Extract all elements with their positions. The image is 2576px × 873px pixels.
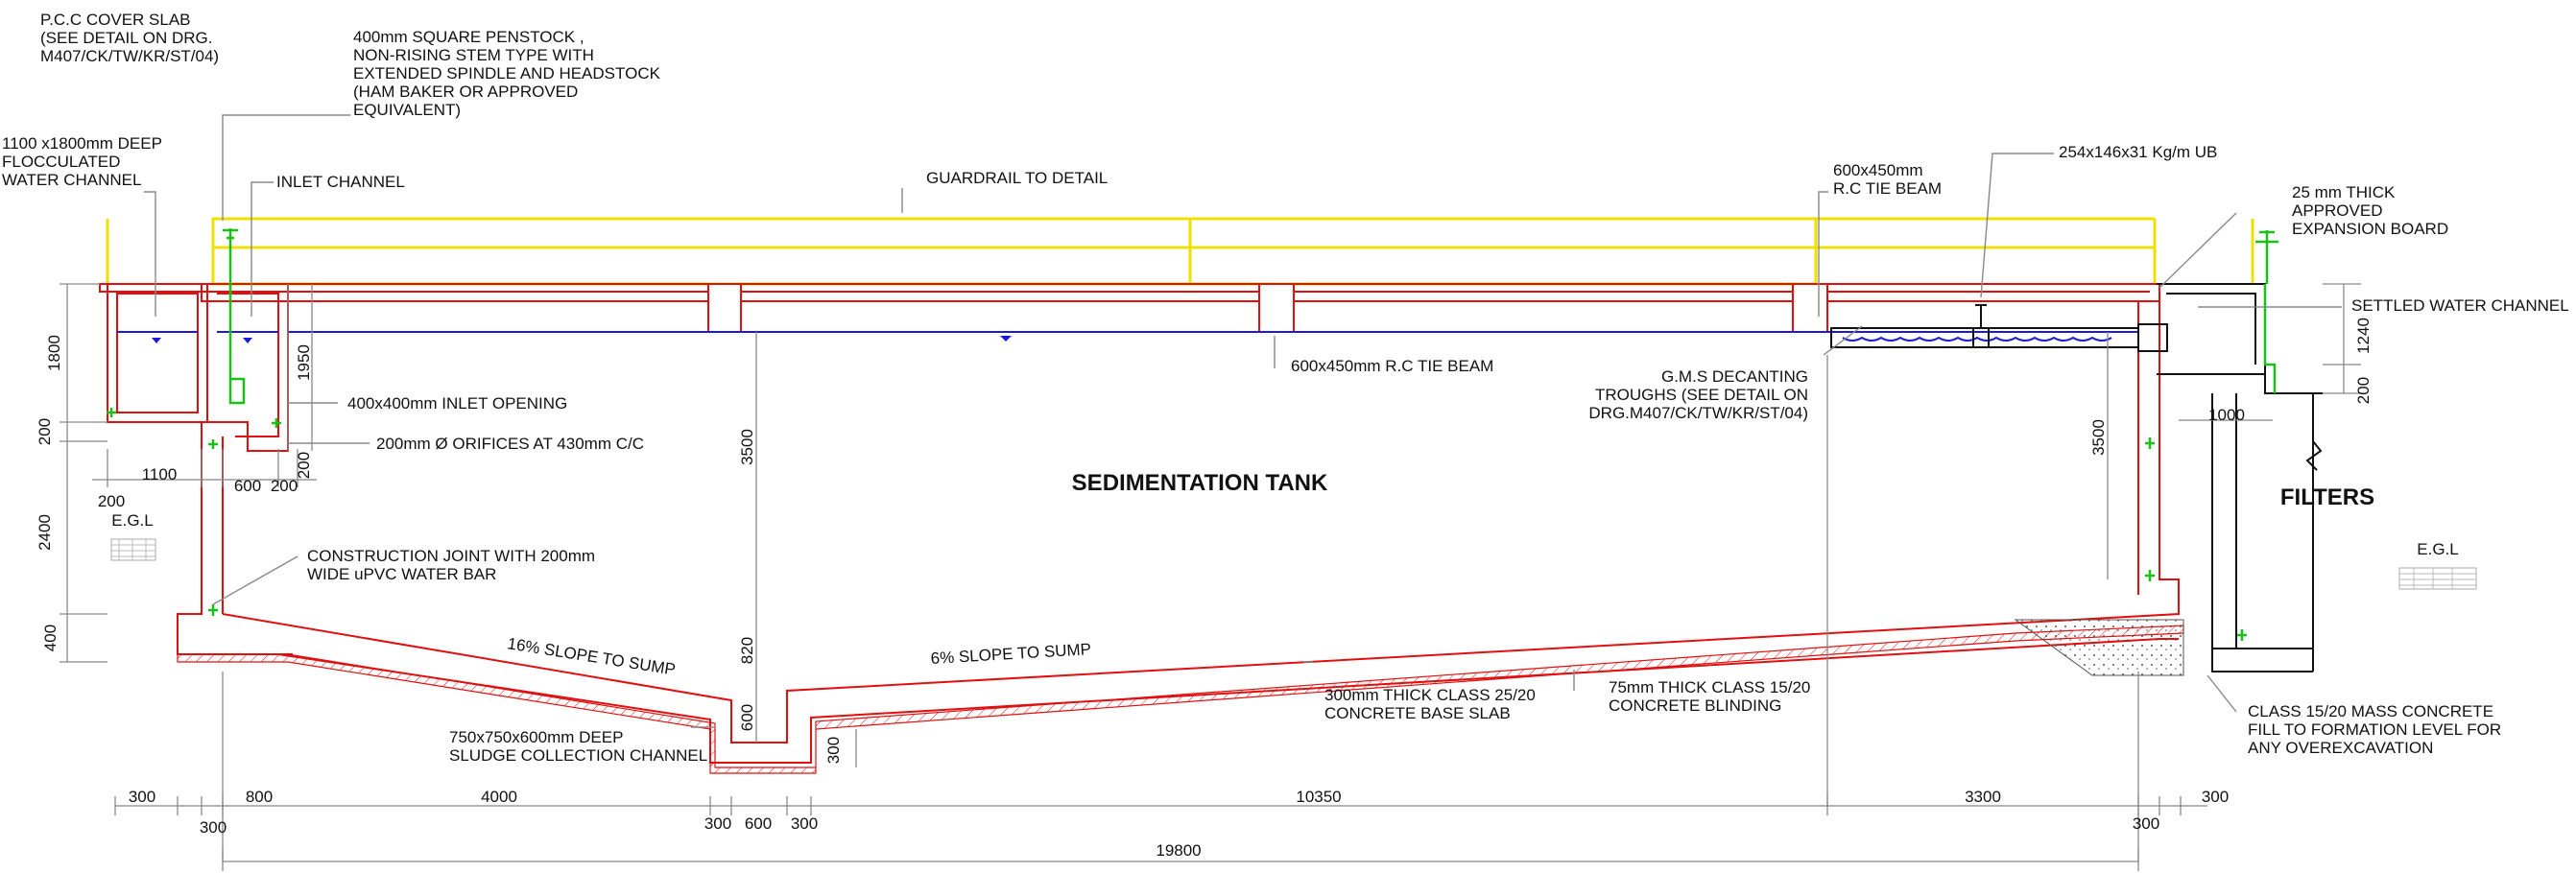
bottom-dim-300-e: 300 <box>2133 814 2159 833</box>
dim-600-sump: 600 <box>738 704 756 731</box>
bottom-dim-4000: 4000 <box>481 788 517 806</box>
annotation-labels: P.C.C COVER SLAB(SEE DETAIL ON DRG.M407/… <box>2 11 2569 765</box>
filters-title: FILTERS <box>2280 484 2374 510</box>
label-settled-channel: SETTLED WATER CHANNEL <box>2351 296 2569 315</box>
label-tie-beam-mid: 600x450mm R.C TIE BEAM <box>1291 357 1493 375</box>
label-inlet-channel: INLET CHANNEL <box>276 173 405 191</box>
dimension-values: 1800 200 2400 400 1950 200 3500 820 600 … <box>36 318 2373 860</box>
dim-600-horizontal: 600 <box>234 477 261 495</box>
bottom-dim-10350: 10350 <box>1296 788 1341 806</box>
guardrail <box>106 217 2254 286</box>
ground-hatch-left <box>110 538 156 561</box>
decanting-trough <box>1830 304 2168 352</box>
bottom-dim-300-b: 300 <box>200 818 227 837</box>
label-egl-right: E.G.L <box>2417 540 2458 558</box>
label-pcc-cover: P.C.C COVER SLAB(SEE DETAIL ON DRG.M407/… <box>40 11 219 65</box>
dim-400: 400 <box>41 625 60 651</box>
dim-1100: 1100 <box>142 465 178 484</box>
water-level <box>117 331 2138 343</box>
dim-300-sump: 300 <box>824 737 843 764</box>
dim-1800: 1800 <box>45 335 63 371</box>
bottom-dim-300-f: 300 <box>2202 788 2229 806</box>
ground-hatch-right <box>2398 567 2477 590</box>
bottom-dim-600: 600 <box>745 814 772 833</box>
label-penstock: 400mm SQUARE PENSTOCK ,NON-RISING STEM T… <box>353 28 661 119</box>
tie-beam-2 <box>1258 283 1295 333</box>
tie-beam-1 <box>707 283 742 333</box>
bottom-dim-19800: 19800 <box>1156 841 1201 860</box>
dim-1950: 1950 <box>295 344 313 381</box>
label-inlet-opening: 400x400mm INLET OPENING <box>347 394 567 413</box>
dim-200-horizontal: 200 <box>98 492 125 510</box>
dim-2400: 2400 <box>36 514 54 551</box>
bottom-dim-300-d: 300 <box>791 814 818 833</box>
tank-title: SEDIMENTATION TANK <box>1072 470 1328 496</box>
penstock-fittings <box>107 228 2278 641</box>
dimension-lines <box>60 283 2361 871</box>
bottom-dim-3300: 3300 <box>1965 788 2001 806</box>
label-egl-left: E.G.L <box>111 511 153 530</box>
label-slope6: 6% SLOPE TO SUMP <box>930 640 1091 668</box>
bottom-dim-800: 800 <box>246 788 273 806</box>
dim-3500-left: 3500 <box>738 429 756 465</box>
label-orifices: 200mm Ø ORIFICES AT 430mm C/C <box>376 435 644 453</box>
dim-200-orifice: 200 <box>295 452 313 479</box>
tank-concrete-structure <box>99 283 2323 774</box>
dim-1240: 1240 <box>2354 318 2373 354</box>
dim-200-left: 200 <box>36 418 54 445</box>
leader-lines <box>144 114 2342 728</box>
label-slope16: 16% SLOPE TO SUMP <box>506 634 677 678</box>
dim-3500-right: 3500 <box>2089 419 2108 456</box>
label-guardrail: GUARDRAIL TO DETAIL <box>926 169 1108 187</box>
dim-200-right: 200 <box>2354 377 2373 404</box>
bottom-dim-300-a: 300 <box>129 788 155 806</box>
bottom-dim-300-c: 300 <box>704 814 731 833</box>
dim-820: 820 <box>738 637 756 664</box>
dim-200-horizontal-2: 200 <box>271 477 298 495</box>
tie-beam-3 <box>1792 283 1828 333</box>
dim-1000: 1000 <box>2208 406 2245 424</box>
label-ub: 254x146x31 Kg/m UB <box>2059 143 2217 161</box>
